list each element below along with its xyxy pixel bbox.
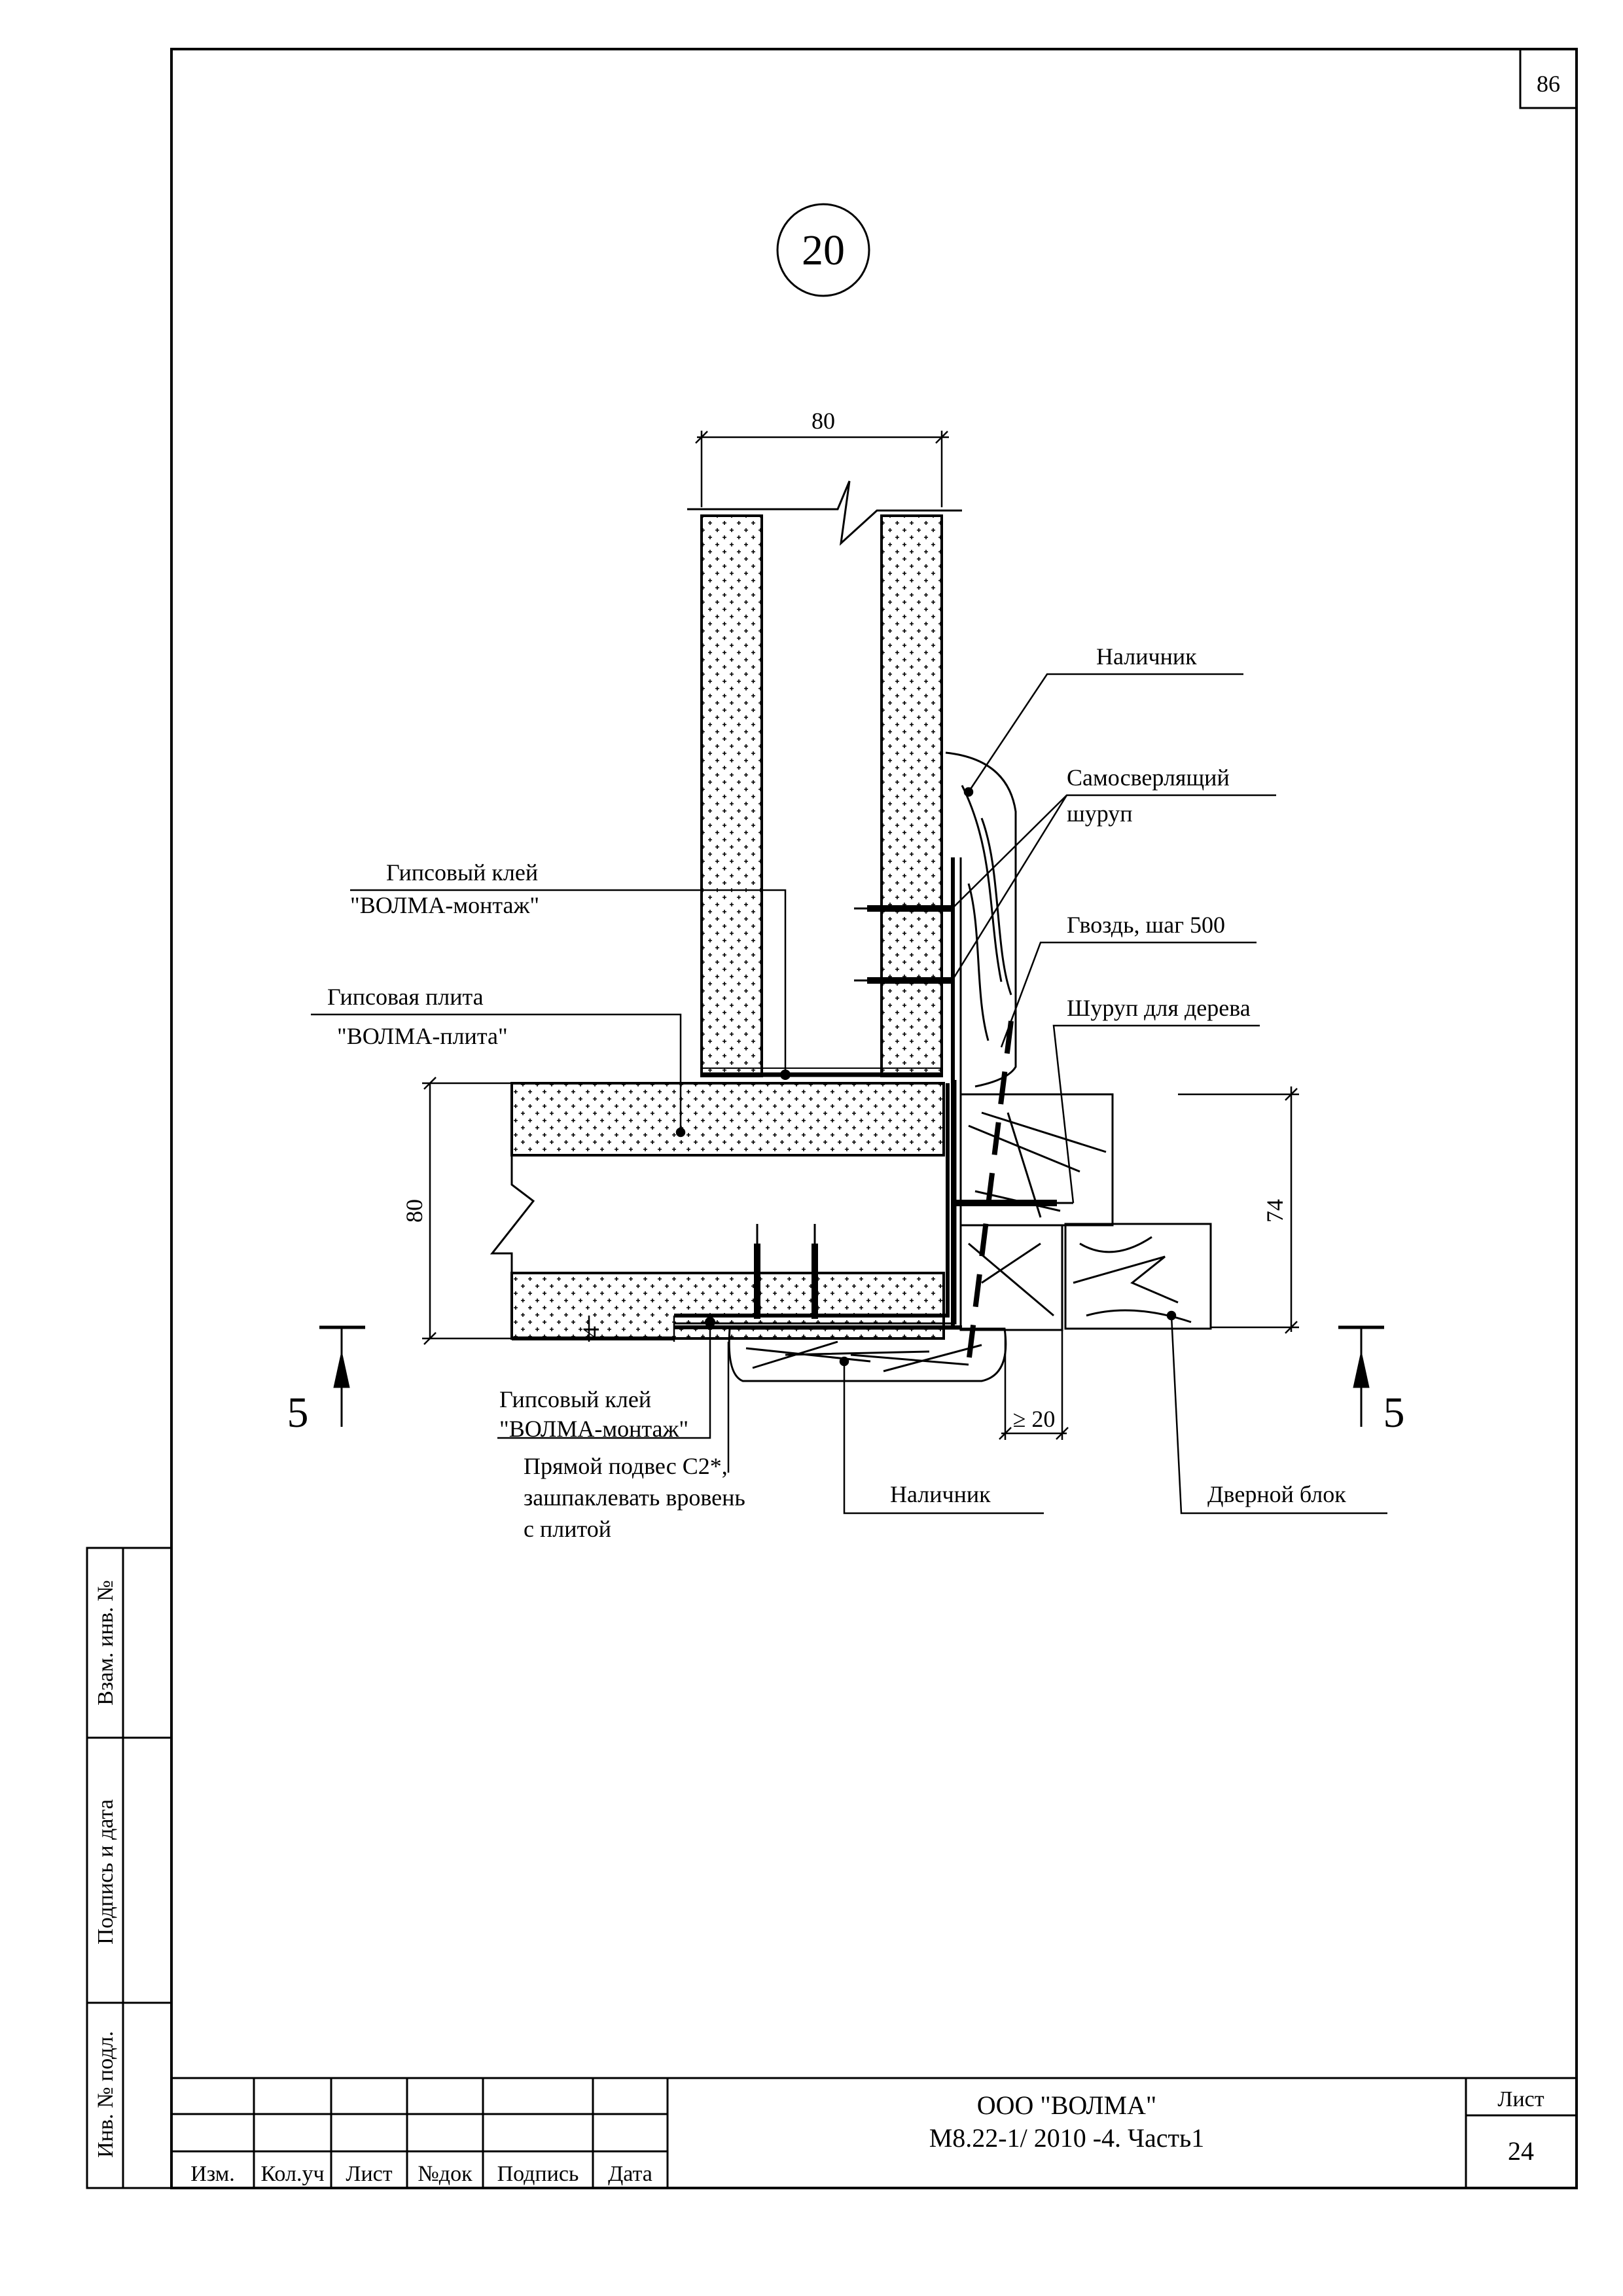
- col-kolich: Кол.уч: [260, 2162, 324, 2186]
- side-stamp-vzam: Взам. инв. №: [94, 1580, 118, 1706]
- door-frame-profile: [951, 857, 962, 1329]
- col-ndok: №док: [418, 2162, 473, 2186]
- sheet-number: 24: [1508, 2136, 1534, 2166]
- vertical-screws: [754, 1224, 818, 1319]
- side-stamp: [86, 1547, 173, 2189]
- label-glue-top-1: Гипсовый клей: [386, 859, 538, 886]
- col-list: Лист: [346, 2162, 392, 2186]
- node-circle: [776, 203, 870, 297]
- self-drilling-screws: [854, 905, 1073, 1206]
- dim-small-offset: 4: [578, 1326, 604, 1338]
- col-izm: Изм.: [190, 2162, 235, 2186]
- corner-sheet-number: 86: [1537, 71, 1560, 97]
- label-nalichnik-top: Наличник: [1096, 643, 1197, 670]
- label-nalichnik-bottom: Наличник: [890, 1481, 991, 1507]
- frame: [170, 48, 1578, 2189]
- title-block: [171, 2077, 1577, 2188]
- dim-top-width: 80: [812, 408, 835, 434]
- label-hanger-3: с плитой: [524, 1516, 611, 1542]
- vertical-partition: [687, 480, 962, 1080]
- dimensions: [422, 431, 1299, 1440]
- door-block-wood: [959, 1093, 1212, 1331]
- horizontal-partition: [490, 1080, 962, 1340]
- dim-left-height: 80: [401, 1199, 427, 1223]
- leader-lines: [311, 673, 1387, 1515]
- col-data: Дата: [608, 2162, 652, 2186]
- sheet-label: Лист: [1497, 2087, 1544, 2111]
- node-number: 20: [802, 226, 845, 274]
- label-gypsum-board-1: Гипсовая плита: [327, 984, 484, 1010]
- nail-dashed: [965, 1020, 1014, 1374]
- label-glue-bottom-2: "ВОЛМА-монтаж": [499, 1416, 688, 1442]
- section-mark-right: 5: [1383, 1389, 1405, 1437]
- col-podpis: Подпись: [497, 2162, 579, 2186]
- company-name: ООО "ВОЛМА": [977, 2090, 1156, 2120]
- label-wood-screw: Шуруп для дерева: [1067, 995, 1251, 1021]
- side-stamp-inv: Инв. № подл.: [94, 2031, 118, 2158]
- dim-gap-min: ≥ 20: [1013, 1406, 1056, 1432]
- section-marks: [319, 1325, 1384, 1427]
- label-door-block: Дверной блок: [1207, 1481, 1346, 1507]
- label-nail: Гвоздь, шаг 500: [1067, 912, 1225, 938]
- side-stamp-podpis: Подпись и дата: [94, 1799, 118, 1945]
- label-screw-self-drilling-1: Самосверлящий: [1067, 764, 1230, 791]
- label-glue-top-2: "ВОЛМА-монтаж": [350, 892, 539, 918]
- label-screw-self-drilling-2: шуруп: [1067, 800, 1133, 827]
- label-glue-bottom-1: Гипсовый клей: [499, 1386, 651, 1412]
- section-mark-left: 5: [287, 1389, 309, 1437]
- dim-right-height: 74: [1262, 1199, 1288, 1223]
- label-hanger-1: Прямой подвес С2*,: [524, 1453, 728, 1479]
- label-gypsum-board-2: "ВОЛМА-плита": [337, 1023, 508, 1049]
- document-code: М8.22-1/ 2010 -4. Часть1: [929, 2123, 1205, 2153]
- label-hanger-2: зашпаклевать вровень: [524, 1484, 745, 1511]
- architrave-top: [945, 751, 1017, 1088]
